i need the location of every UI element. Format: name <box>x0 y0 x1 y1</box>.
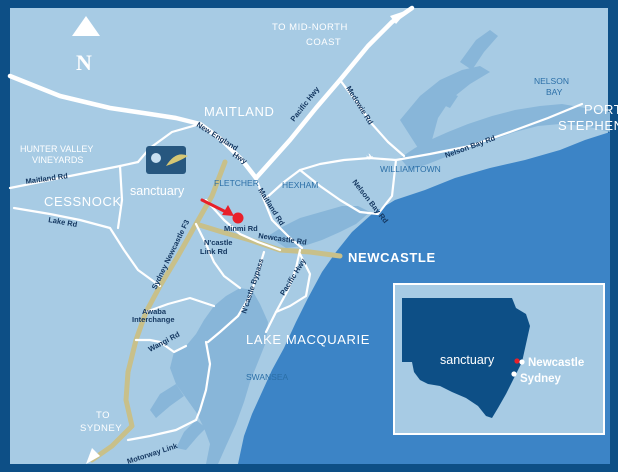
label-williamtown: WILLIAMTOWN <box>380 164 441 174</box>
road-wangi <box>134 338 188 354</box>
lake-macquarie-water <box>170 288 268 464</box>
road-hexham-loop <box>262 156 398 202</box>
label-hexham: HEXHAM <box>282 180 318 190</box>
road-cessnock-north <box>136 122 202 164</box>
label-fletcher: FLETCHER <box>214 178 259 188</box>
lake-macquarie-inlet-west <box>150 384 184 418</box>
arrow-to-mid-north-coast <box>390 10 408 24</box>
compass: N <box>72 16 100 75</box>
to-mid-north-coast-line2: COAST <box>306 37 341 48</box>
road-pacific-hwy-south <box>264 248 302 334</box>
north-arrow-icon <box>72 16 100 36</box>
road-network <box>7 5 584 442</box>
road-ncastle-link <box>194 222 242 290</box>
lake-macquarie-inlet-south <box>176 420 206 450</box>
road-ncastle-bypass <box>206 250 266 344</box>
brand-logo: sanctuary <box>130 146 188 198</box>
brand-logo-sun-icon <box>151 153 161 163</box>
label-lake-macquarie: LAKE MACQUARIE <box>246 332 370 347</box>
road-nelson-bay-upper <box>394 102 584 162</box>
label-nelson-bay-line2: BAY <box>546 87 563 97</box>
road-newcastle-south <box>274 252 312 314</box>
label-maitland: MAITLAND <box>204 104 275 119</box>
inset-sydney-label: Sydney <box>520 373 562 385</box>
to-sydney-line1: TO <box>96 410 110 421</box>
marker-arrowhead-icon <box>222 205 234 216</box>
north-label: N <box>76 50 92 75</box>
inset-nsw-shape <box>402 298 530 418</box>
label-hunter-valley-line1: HUNTER VALLEY <box>20 144 93 154</box>
road-cessnock-south <box>116 164 124 230</box>
inset-map: sanctuary Newcastle Sydney <box>393 283 605 435</box>
road-lake-rd <box>12 206 162 288</box>
hunter-estuary <box>268 206 370 248</box>
label-hunter-valley-line2: VINEYARDS <box>32 155 83 165</box>
port-stephens-inlet-small <box>432 90 458 108</box>
label-awaba-line2: Interchange <box>132 315 175 324</box>
brand-logo-leaf-icon <box>166 154 188 166</box>
road-maitland-rd-west <box>8 160 140 190</box>
airport-icon: ✈ <box>366 152 374 162</box>
label-swansea: SWANSEA <box>246 372 289 382</box>
road-southern-coast <box>194 340 212 422</box>
label-newcastle: NEWCASTLE <box>348 250 436 265</box>
arrow-to-sydney <box>86 448 100 464</box>
road-medowie <box>338 78 406 158</box>
inset-newcastle-dot <box>519 359 525 365</box>
inset-sanctuary-dot <box>514 358 520 364</box>
label-road-ncastle-link-line1: N'castle <box>204 238 232 247</box>
inset-brand: sanctuary <box>440 353 495 367</box>
label-nelson-bay-line1: NELSON <box>534 76 569 86</box>
label-awaba-line1: Awaba <box>142 307 167 316</box>
location-marker-icon <box>232 212 244 224</box>
karuah-river <box>460 30 498 70</box>
label-cessnock: CESSNOCK <box>44 194 122 209</box>
label-road-ncastle-link-line2: Link Rd <box>200 247 228 256</box>
road-motorway-link <box>126 418 198 442</box>
to-sydney-line2: SYDNEY <box>80 423 122 434</box>
label-port-stephens-line1: PORT <box>584 102 618 117</box>
road-minmi <box>204 198 282 252</box>
road-maitland-rd-center <box>254 176 304 250</box>
road-nelson-bay-lower <box>298 158 398 216</box>
road-awaba <box>144 296 216 314</box>
inset-sydney-dot <box>511 371 517 377</box>
road-new-england-hwy <box>7 73 259 181</box>
port-stephens-inlet-north <box>400 66 490 148</box>
inset-newcastle-label: Newcastle <box>528 357 584 369</box>
brand-name: sanctuary <box>130 184 185 198</box>
label-port-stephens-line2: STEPHENS <box>558 118 618 133</box>
motorway-f3 <box>89 159 228 463</box>
port-stephens-water <box>400 104 610 170</box>
to-mid-north-coast-line1: TO MID-NORTH <box>272 22 348 33</box>
label-road-minmi: Minmi Rd <box>224 224 258 233</box>
